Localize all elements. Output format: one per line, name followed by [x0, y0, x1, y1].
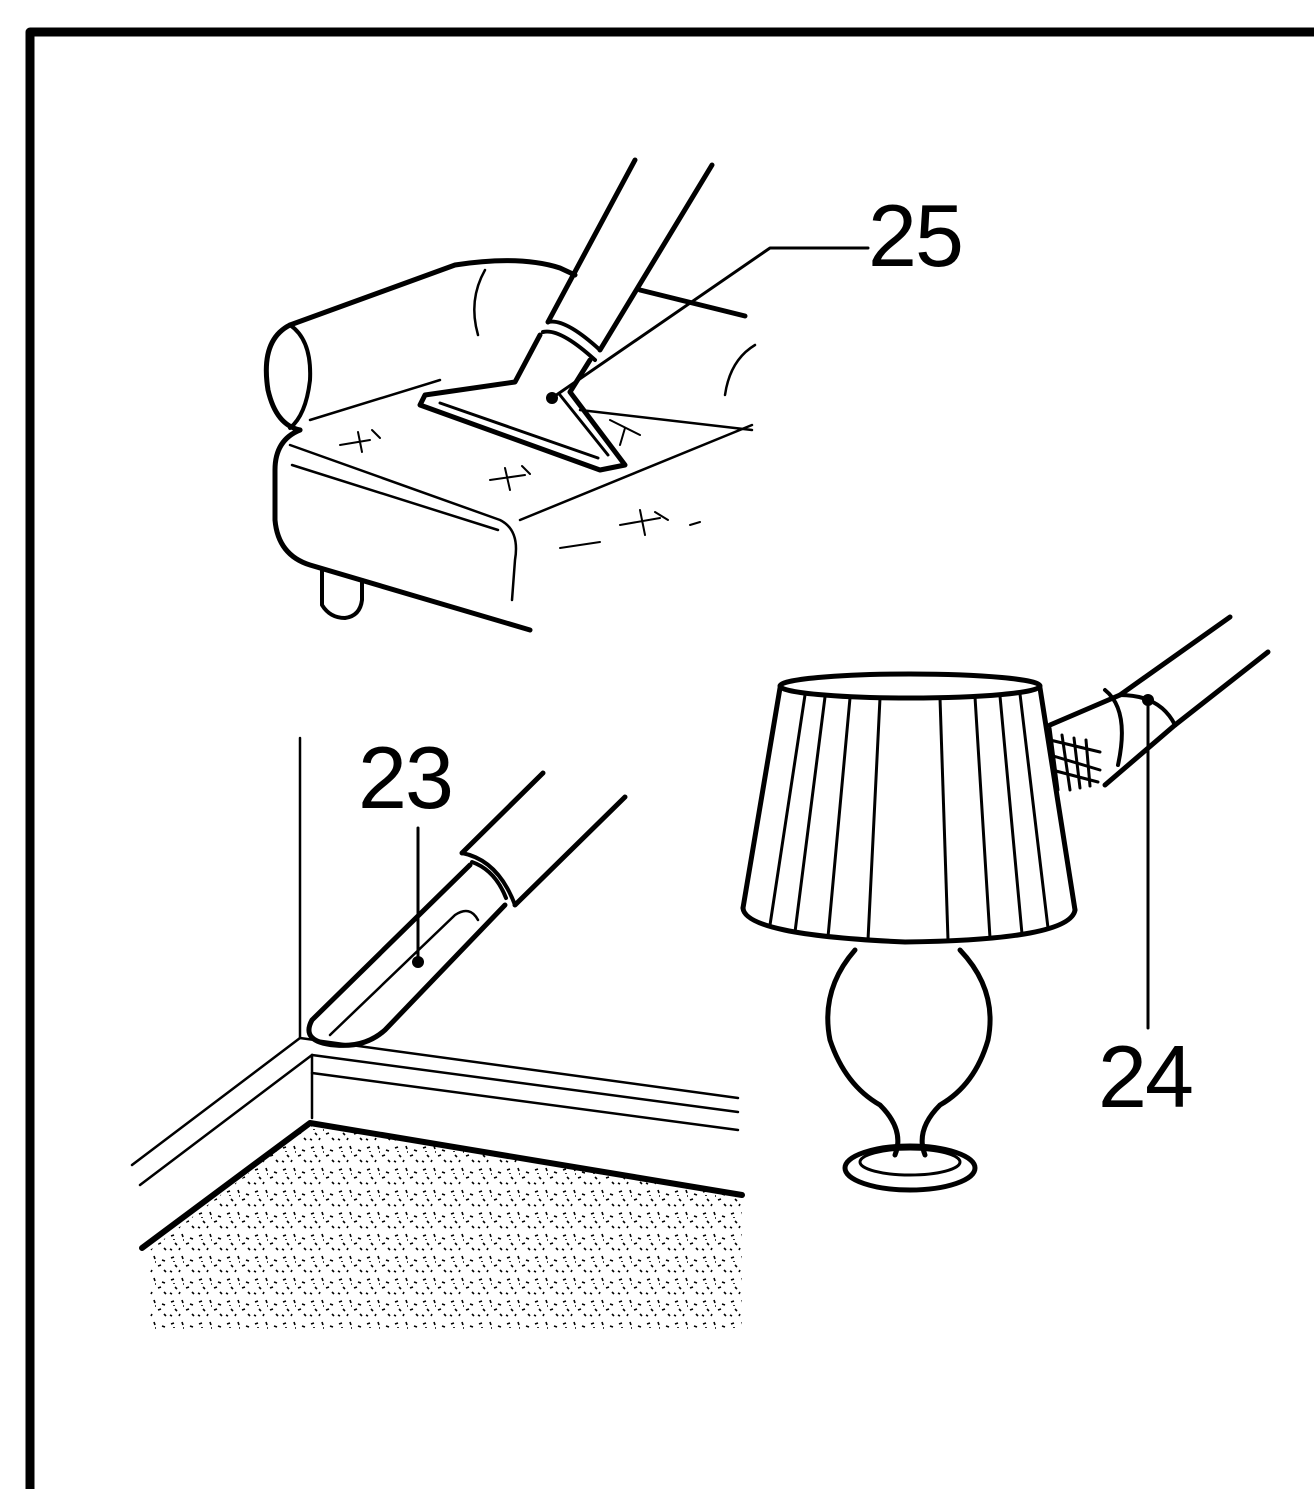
- upholstery-nozzle: [417, 157, 715, 473]
- carpet-texture: [150, 1125, 742, 1330]
- frame-border: [25, 27, 1314, 1489]
- callout-24: 24: [1098, 1027, 1192, 1126]
- callout-25: 25: [868, 186, 962, 285]
- table-lamp-illustration: [740, 671, 1078, 1193]
- dusting-brush: [1047, 614, 1271, 792]
- sofa-illustration: [263, 258, 757, 633]
- leader-lines: [412, 246, 1154, 1030]
- callout-23: 23: [358, 728, 452, 827]
- crevice-nozzle: [306, 770, 628, 1048]
- room-corner-illustration: [130, 736, 745, 1330]
